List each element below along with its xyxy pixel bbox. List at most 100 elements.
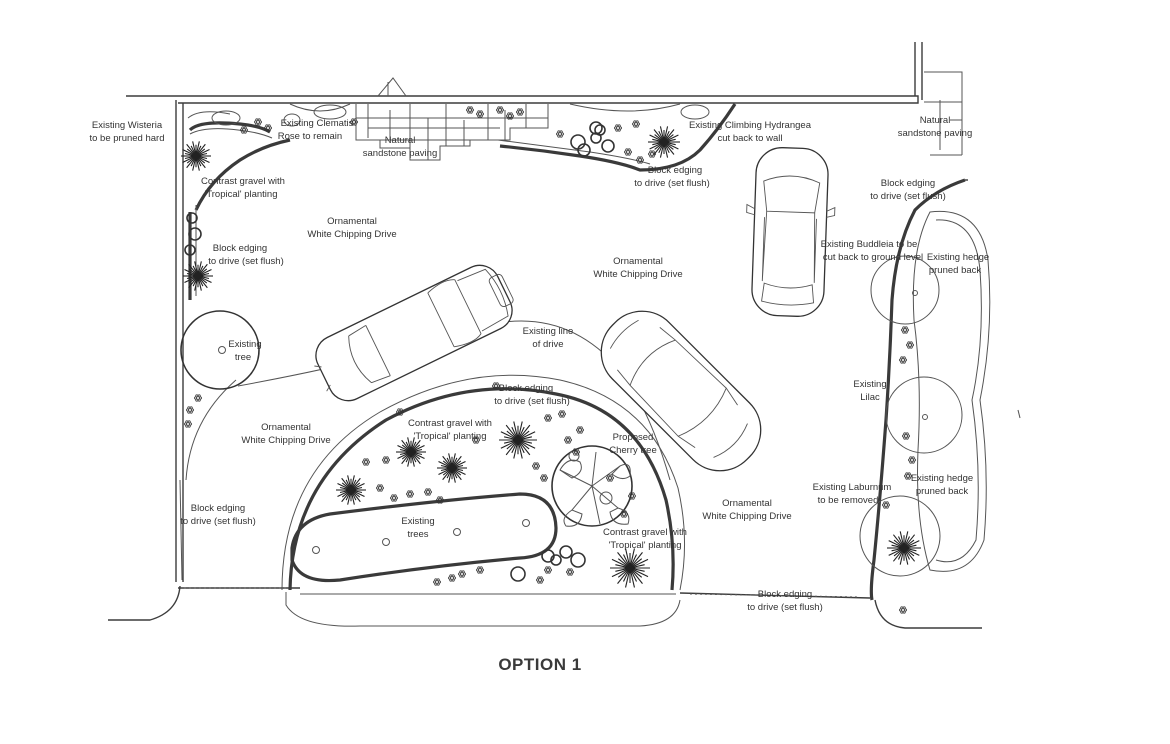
- label-laburnum-1: Existing Laburnum: [813, 482, 892, 493]
- small-plant: [436, 496, 444, 504]
- small-plant: [362, 458, 370, 466]
- car-right-centre: [600, 310, 762, 472]
- planting-bed-top-left: [187, 104, 347, 211]
- label-block-top-1: Block edging: [648, 165, 702, 176]
- small-plant: [636, 156, 644, 164]
- label-block-bl-1: Block edging: [191, 503, 245, 514]
- label-block-arc-1: Block edging: [499, 383, 553, 394]
- sandstone-paving-top: [289, 103, 681, 161]
- small-plant: [899, 606, 907, 614]
- label-hydrangea-2: cut back to wall: [718, 133, 783, 144]
- label-hedge-bottom-2: pruned back: [916, 486, 969, 497]
- small-plant: [424, 488, 432, 496]
- small-plant: [433, 578, 441, 586]
- label-trees-center-1: Existing: [401, 516, 434, 527]
- label-gravel-center-1: Contrast gravel with: [408, 418, 492, 429]
- tropical-plant: [181, 141, 211, 171]
- small-plant: [540, 474, 548, 482]
- small-plant: [564, 436, 572, 444]
- small-plant: [406, 490, 414, 498]
- label-lilac-1: Existing: [853, 379, 886, 390]
- shrub: [550, 554, 562, 566]
- shrub: [510, 566, 526, 582]
- label-block-bottom-2: to drive (set flush): [747, 602, 823, 613]
- existing-trees-bed: [290, 492, 558, 583]
- small-plant: [882, 501, 890, 509]
- label-gravel-br-2: 'Tropical' planting: [609, 540, 682, 551]
- label-drive-tl-1: Ornamental: [327, 216, 377, 227]
- label-wisteria-1: Existing Wisteria: [92, 120, 163, 131]
- label-buddleia-1: Existing Buddleia to be: [821, 239, 918, 250]
- label-gravel-br-1: Contrast gravel with: [603, 527, 687, 538]
- small-plant: [186, 406, 194, 414]
- small-plant-symbols: [184, 106, 916, 614]
- label-drive-right-2: White Chipping Drive: [702, 511, 791, 522]
- label-paving-left-1: Natural: [385, 135, 416, 146]
- small-plant: [558, 410, 566, 418]
- small-plant: [544, 414, 552, 422]
- label-drive-right-1: Ornamental: [722, 498, 772, 509]
- small-plant: [184, 420, 192, 428]
- small-plant: [382, 456, 390, 464]
- small-plant: [566, 568, 574, 576]
- small-plant: [472, 436, 480, 444]
- small-plant: [492, 382, 500, 390]
- label-block-bl-2: to drive (set flush): [180, 516, 256, 527]
- small-plant: [376, 484, 384, 492]
- tropical-plant: [396, 437, 426, 467]
- label-drive-left-1: Ornamental: [261, 422, 311, 433]
- tropical-plant: [437, 453, 467, 483]
- tropical-plant: [610, 548, 650, 588]
- small-plant: [496, 106, 504, 114]
- label-drive-center-1: Ornamental: [613, 256, 663, 267]
- small-plant: [264, 124, 272, 132]
- small-plant: [390, 494, 398, 502]
- small-plant: [628, 492, 636, 500]
- label-hedge-top-2: pruned back: [929, 265, 982, 276]
- shrub: [594, 124, 606, 136]
- existing-tree-left: [180, 310, 260, 390]
- small-plant: [396, 408, 404, 416]
- label-block-left-1: Block edging: [213, 243, 267, 254]
- small-plant: [544, 566, 552, 574]
- small-plant: [624, 148, 632, 156]
- boundary-walls: [108, 42, 1021, 629]
- tropical-plant: [336, 475, 366, 505]
- label-block-arc-2: to drive (set flush): [494, 396, 570, 407]
- small-plant: [506, 112, 514, 120]
- label-drive-line-2: of drive: [532, 339, 563, 350]
- gate: [377, 77, 407, 97]
- small-plant: [576, 426, 584, 434]
- small-plant: [614, 124, 622, 132]
- label-paving-left-2: sandstone paving: [363, 148, 437, 159]
- small-plant: [648, 150, 656, 158]
- small-plant: [556, 130, 564, 138]
- tropical-plant: [648, 126, 680, 158]
- small-plant: [476, 566, 484, 574]
- small-plant: [906, 341, 914, 349]
- label-cherry-2: Cherry tree: [609, 445, 657, 456]
- label-tree-left-2: tree: [235, 352, 251, 363]
- label-block-top-2: to drive (set flush): [634, 178, 710, 189]
- small-plant: [448, 574, 456, 582]
- tropical-plant: [887, 531, 921, 565]
- label-trees-center-2: trees: [407, 529, 428, 540]
- label-block-left-2: to drive (set flush): [208, 256, 284, 267]
- planting-bed-top-right: [497, 103, 737, 172]
- small-plant: [536, 576, 544, 584]
- tropical-plant-symbols: [181, 126, 921, 588]
- shrub: [559, 545, 573, 559]
- label-hedge-bottom-1: Existing hedge: [911, 473, 973, 484]
- label-gravel-tl-2: 'Tropical' planting: [205, 189, 278, 200]
- label-laburnum-2: to be removed: [818, 495, 879, 506]
- label-hydrangea-1: Existing Climbing Hydrangea: [689, 120, 812, 131]
- small-plant: [532, 462, 540, 470]
- label-tree-left-1: Existing: [228, 339, 261, 350]
- label-cherry-1: Proposed: [613, 432, 654, 443]
- small-plant: [350, 118, 358, 126]
- small-plant: [899, 356, 907, 364]
- small-plant: [516, 108, 524, 116]
- label-drive-tl-2: White Chipping Drive: [307, 229, 396, 240]
- label-drive-center-2: White Chipping Drive: [593, 269, 682, 280]
